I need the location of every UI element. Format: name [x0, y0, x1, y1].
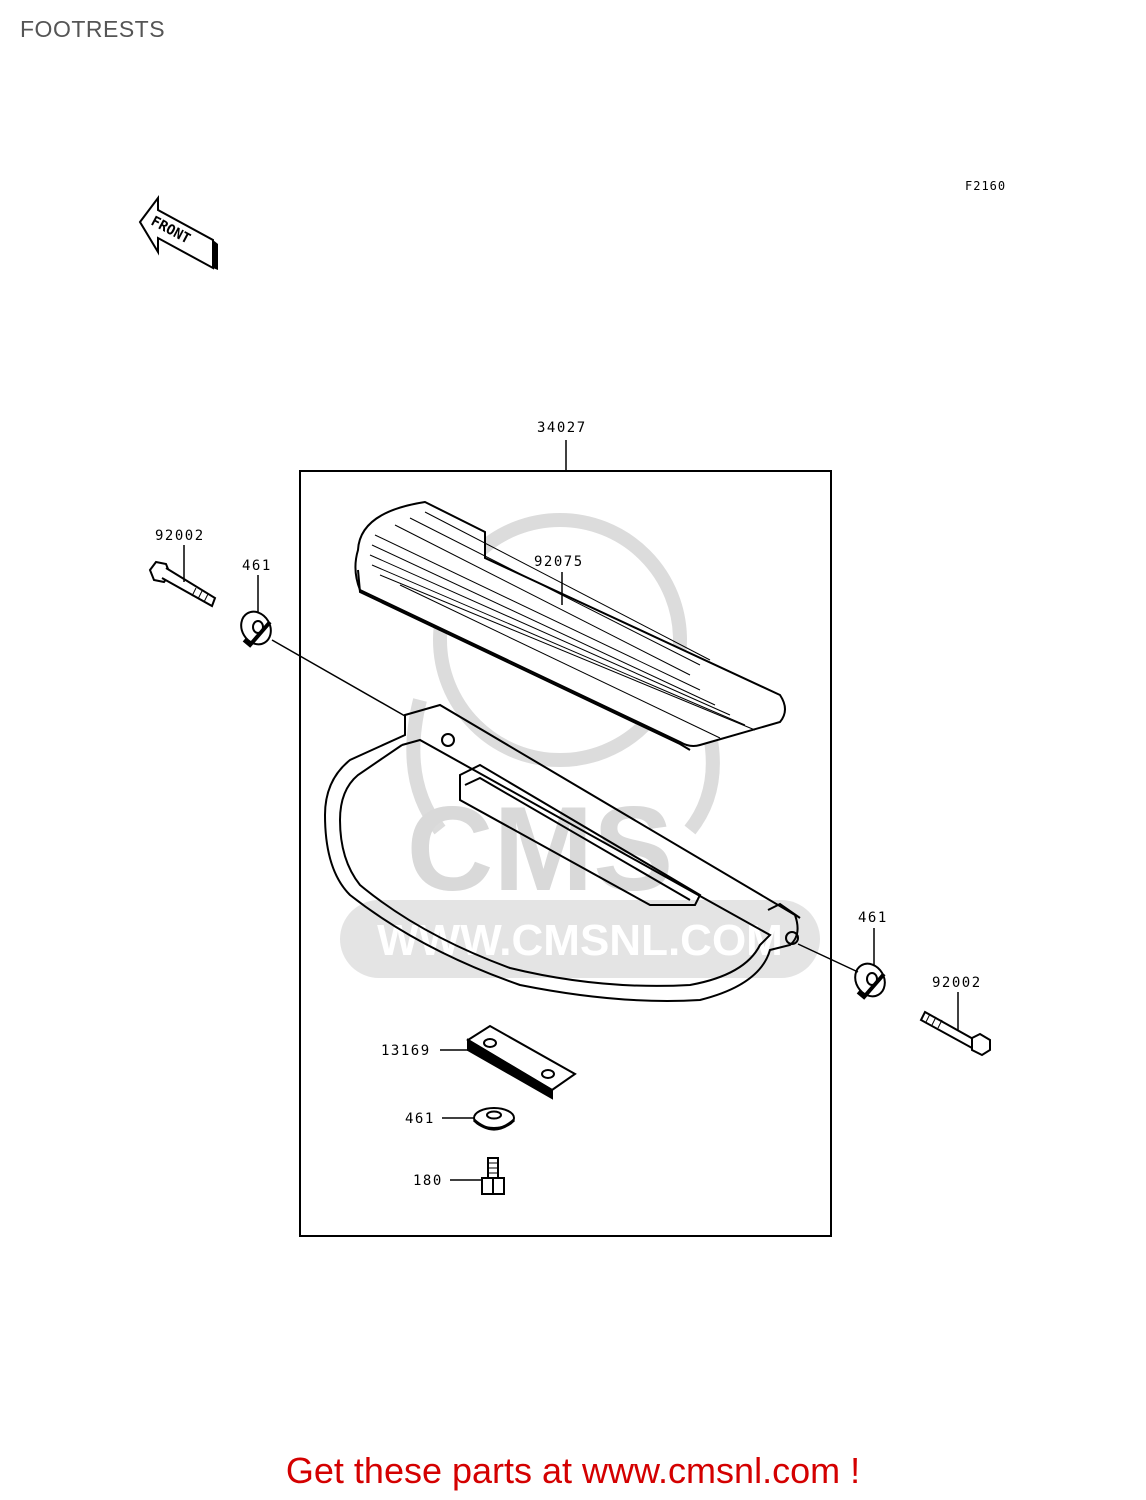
- stud: [481, 1157, 505, 1195]
- part-number-92002-right: 92002: [932, 975, 982, 991]
- part-number-92002-left: 92002: [155, 528, 205, 544]
- part-number-92075: 92075: [534, 554, 584, 570]
- part-number-461-small: 461: [405, 1111, 435, 1127]
- watermark-banner: [340, 900, 820, 978]
- plate: [466, 1024, 577, 1100]
- washer-small: [472, 1107, 516, 1131]
- footer-link[interactable]: Get these parts at www.cmsnl.com !: [285, 1450, 861, 1491]
- axis-line-right: [797, 943, 859, 973]
- part-number-461-right: 461: [858, 910, 888, 926]
- part-number-34027: 34027: [537, 420, 587, 436]
- part-number-180: 180: [413, 1173, 443, 1189]
- bolt-right: [919, 1010, 991, 1057]
- part-number-13169: 13169: [381, 1043, 431, 1059]
- footrest-frame: [323, 703, 801, 1002]
- axis-line-left: [271, 639, 406, 717]
- washer-right: [854, 962, 886, 1000]
- watermark-url: WWW.CMSNL.COM: [377, 916, 783, 965]
- footboard-mat: [354, 500, 786, 751]
- part-number-461-left: 461: [242, 558, 272, 574]
- washer-left: [240, 610, 272, 648]
- front-arrow-icon: FRONT: [138, 195, 218, 270]
- page-title: FOOTRESTS: [20, 16, 166, 42]
- watermark: CMS WWW.CMSNL.COM: [340, 513, 820, 978]
- figure-code: F2160: [965, 179, 1007, 193]
- bolt-left: [148, 560, 217, 608]
